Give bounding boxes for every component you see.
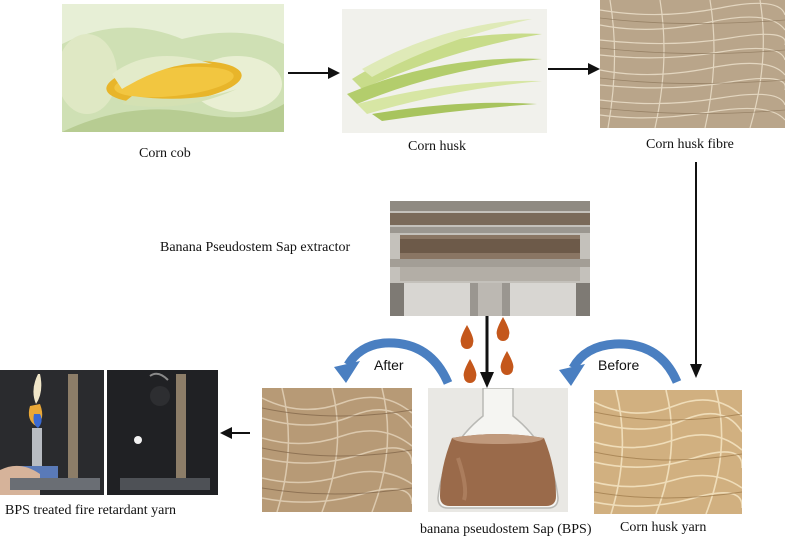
sap-drop-icon	[460, 317, 514, 383]
before-curved-arrow-icon	[559, 339, 682, 386]
bps-flask-photo	[428, 388, 568, 512]
arrow-extractor-to-sap	[480, 316, 494, 388]
corn-cob-label: Corn cob	[139, 146, 191, 161]
arrow-to-fire-test	[220, 427, 250, 439]
arrow-husk-to-fibre	[548, 63, 600, 75]
corn-husk-fibre-label: Corn husk fibre	[646, 137, 734, 152]
fire-test-photo	[0, 370, 218, 495]
corn-husk-photo	[342, 9, 547, 133]
bps-yarn-label: BPS treated fire retardant yarn	[5, 503, 177, 518]
corn-husk-yarn-photo	[594, 390, 742, 514]
sap-label: banana pseudostem Sap (BPS)	[420, 522, 592, 537]
arrow-cob-to-husk	[288, 67, 340, 79]
sap-extractor-photo	[390, 201, 590, 316]
after-curved-arrow-icon	[334, 338, 453, 385]
corn-husk-yarn-label: Corn husk yarn	[620, 520, 707, 535]
sap-drops	[460, 317, 514, 383]
before-label: Before	[598, 357, 640, 373]
extractor-label: Banana Pseudostem Sap extractor	[160, 240, 351, 255]
corn-husk-label: Corn husk	[408, 139, 466, 154]
after-label: After	[374, 357, 404, 373]
corn-husk-fibre-photo	[600, 0, 785, 128]
corn-cob-photo	[62, 4, 284, 132]
treated-yarn-photo	[262, 388, 412, 512]
arrow-fibre-to-yarn	[690, 162, 702, 378]
